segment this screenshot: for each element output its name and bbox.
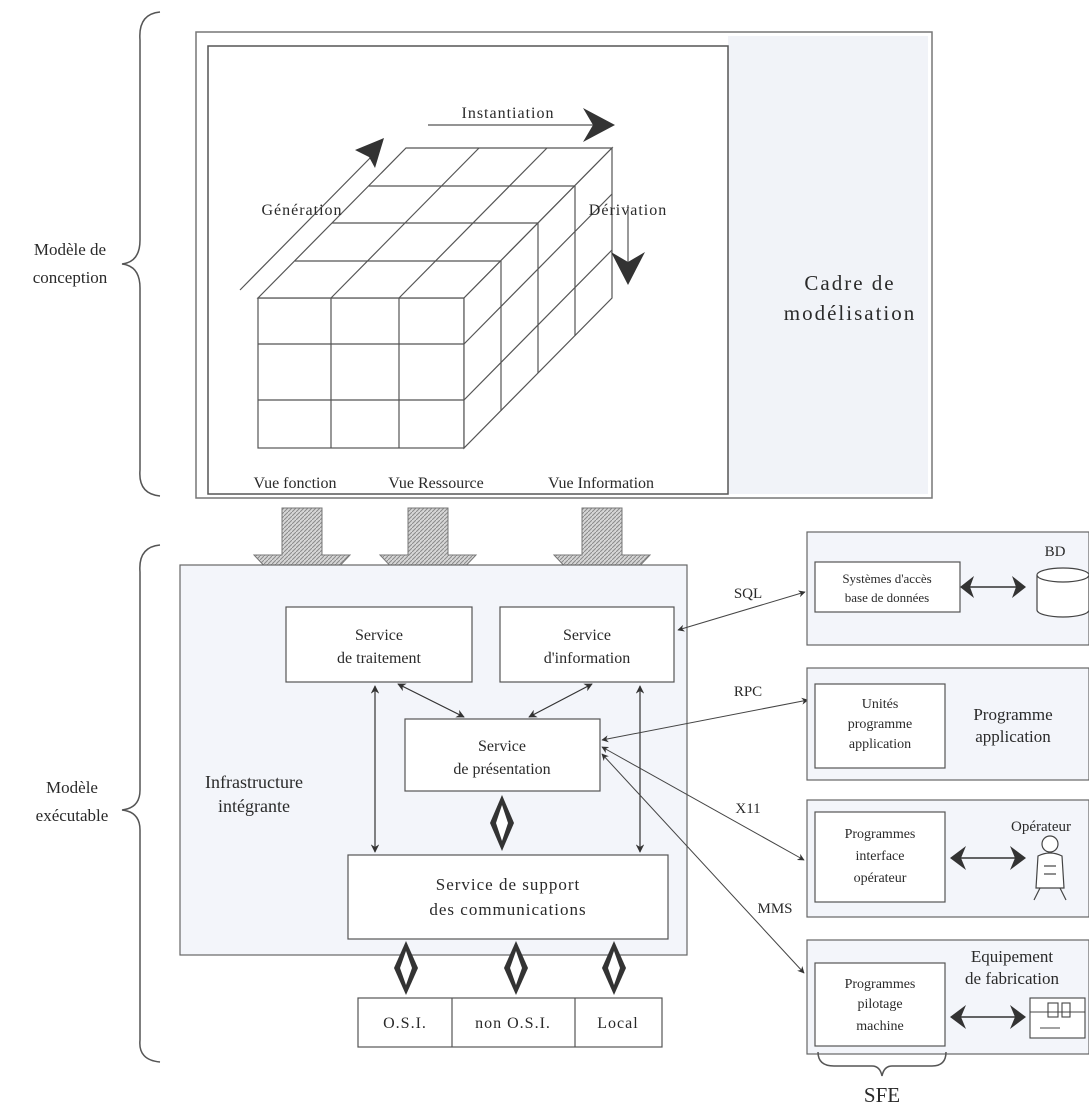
instantiation-arrow [428,108,615,142]
processing-service-line2: de traitement [337,650,422,667]
db-access-line2: base de données [845,590,929,605]
presentation-comm-link [490,795,514,851]
design-model-label-1: Modèle de [34,240,106,259]
app-units-line2: programme [848,717,913,732]
design-model-label-2: conception [33,268,108,287]
operator-link [950,846,1026,870]
db-access-line1: Systèmes d'accès [842,571,931,586]
view-resource-label: Vue Ressource [388,475,483,492]
mms-label: MMS [757,901,792,917]
presentation-service-line1: Service [478,738,526,755]
design-model-brace [121,11,161,497]
network-row: O.S.I. non O.S.I. Local [357,997,663,1048]
framework-shaded-area [728,36,928,494]
database-cylinder-icon [1036,567,1089,618]
exec-model-brace [121,544,161,1063]
operator-label: Opérateur [1011,819,1071,835]
modelling-cube [256,146,614,450]
presentation-service: Service de présentation [404,718,601,792]
infrastructure-label-1: Infrastructure [205,772,303,792]
framework-label-2: modélisation [784,301,917,325]
app-label-line2: application [975,727,1051,746]
mfg-programs-line2: pilotage [857,997,902,1012]
rpc-label: RPC [734,684,762,700]
network-local: Local [597,1015,638,1032]
database-panel: Systèmes d'accès base de données BD [806,531,1089,646]
processing-service: Service de traitement [285,606,473,683]
app-units-line1: Unités [862,697,899,712]
communication-service-line1: Service de support [436,875,581,894]
view-function-label: Vue fonction [253,475,336,492]
information-presentation-arrow [528,683,593,718]
information-service-line2: d'information [544,650,630,667]
processing-presentation-arrow [397,683,465,718]
framework-label-1: Cadre de [804,271,895,295]
generation-arrow [239,138,384,291]
operator-icon [1033,835,1067,901]
sql-label: SQL [734,586,762,602]
derivation-arrow [611,205,645,285]
information-service: Service d'information [499,606,675,683]
processing-service-line1: Service [355,627,403,644]
op-programs-line2: interface [856,849,905,864]
osi-link [394,941,418,995]
information-service-line1: Service [563,627,611,644]
mfg-programs-line3: machine [856,1019,903,1034]
op-programs-line1: Programmes [845,827,916,842]
app-units-line3: application [849,737,911,752]
view-information-label: Vue Information [548,475,654,492]
mfg-label-line2: de fabrication [965,969,1059,988]
network-non-osi: non O.S.I. [475,1015,551,1032]
communication-service: Service de support des communications [347,854,669,940]
sql-arrow [677,590,806,632]
mfg-programs-line1: Programmes [845,977,916,992]
equipment-link [950,1005,1026,1029]
network-osi: O.S.I. [383,1015,427,1032]
manufacturing-panel: Programmes pilotage machine Equipement d… [806,939,1089,1055]
rpc-arrow [601,697,809,743]
application-panel: Unités programme application Programme a… [806,667,1089,781]
machine-tool-icon [1029,997,1086,1039]
op-programs-line3: opérateur [854,871,907,886]
instantiation-label: Instantiation [462,105,555,122]
sfe-label: SFE [864,1083,900,1107]
communication-service-line2: des communications [429,900,586,919]
presentation-service-line2: de présentation [453,761,550,778]
app-label-line1: Programme [973,705,1052,724]
derivation-label: Dérivation [589,202,667,219]
non-osi-link [504,941,528,995]
sfe-brace [817,1051,947,1077]
exec-model-label-2: exécutable [36,806,109,825]
operator-panel: Programmes interface opérateur Opérateur [806,799,1089,918]
exec-model-label-1: Modèle [46,778,98,797]
db-label: BD [1045,544,1066,560]
infrastructure-label-2: intégrante [218,796,290,816]
mfg-label-line1: Equipement [971,947,1053,966]
generation-label: Génération [261,202,342,219]
mms-arrow [601,753,805,974]
x11-label: X11 [735,801,760,817]
